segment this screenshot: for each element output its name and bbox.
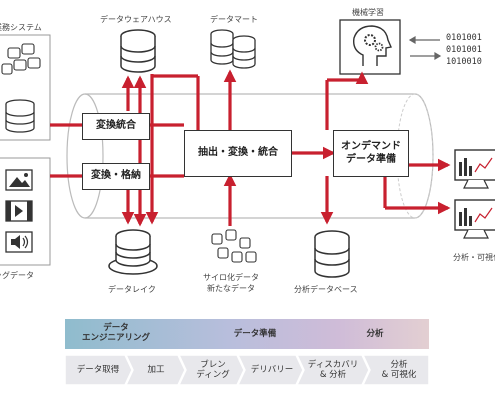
step-processing: 加工 <box>131 355 181 385</box>
silo-data-line2: 新たなデータ <box>207 284 255 293</box>
data-mart-label: データマート <box>210 15 258 24</box>
step-label-2: & 可視化 <box>381 370 417 380</box>
step-discovery-analysis: ディスカバリ & 分析 <box>302 355 364 385</box>
phase-data-prep: データ準備 <box>233 329 277 339</box>
big-data-panel <box>0 157 51 266</box>
step-label: ディスカバリ <box>307 359 359 370</box>
silo-data-label: サイロ化データ 新たなデータ <box>203 272 259 294</box>
business-system-panel <box>0 34 51 141</box>
big-data-label: ビッグデータ <box>0 271 34 280</box>
data-lake-icon <box>108 229 158 275</box>
step-label: ブレン <box>200 359 226 370</box>
binary-line-3: 1010010 <box>446 57 482 67</box>
video-icon <box>5 200 33 222</box>
business-system-label: 業務システム <box>0 23 42 32</box>
step-row: データ取得 加工 ブレン ディング デリバリー ディスカバリ & 分析 分析 &… <box>65 355 429 385</box>
transform-integrate-box: 変換統合 <box>82 113 150 140</box>
on-demand-line2: データ準備 <box>346 153 396 165</box>
monitor-icon-2 <box>454 199 495 239</box>
transform-store-box: 変換・格納 <box>82 163 150 190</box>
step-label: デリバリー <box>250 364 294 375</box>
ml-arrows <box>408 35 442 61</box>
phase-data-engineering: データ エンジニアリング <box>71 323 161 343</box>
audio-icon <box>5 231 33 253</box>
step-label: データ取得 <box>76 364 120 375</box>
machine-learning-icon <box>339 19 401 75</box>
data-warehouse-icon <box>120 29 156 73</box>
silo-data-line1: サイロ化データ <box>203 273 259 282</box>
db-cluster-icon <box>1 43 41 75</box>
analysis-viz-label: 分析・可視化 <box>453 253 495 262</box>
monitor-icon-1 <box>454 149 495 189</box>
analysis-db-label: 分析データベース <box>294 285 358 294</box>
phase-de-line1: データ <box>103 323 129 333</box>
phase-analysis: 分析 <box>366 329 384 339</box>
extract-transform-integrate-box: 抽出・変換・統合 <box>184 130 292 177</box>
step-data-acquisition: データ取得 <box>67 355 129 385</box>
step-blending: ブレン ディング <box>185 355 241 385</box>
image-icon <box>5 169 33 191</box>
step-label: 加工 <box>147 364 165 375</box>
binary-line-1: 0101001 <box>446 33 482 43</box>
step-chevrons <box>64 354 430 386</box>
analysis-db-icon <box>314 230 350 278</box>
step-label: 分析 <box>390 359 408 370</box>
flow-arrows <box>50 69 451 227</box>
database-icon <box>5 99 35 133</box>
step-analysis-viz: 分析 & 可視化 <box>369 355 429 385</box>
data-warehouse-label: データウェアハウス <box>100 15 172 24</box>
step-label-2: & 分析 <box>319 370 347 380</box>
step-delivery: デリバリー <box>243 355 301 385</box>
silo-data-icon <box>211 229 257 263</box>
phase-de-line2: エンジニアリング <box>81 333 150 344</box>
on-demand-prep-box: オンデマンド データ準備 <box>333 130 409 177</box>
step-label-2: ディング <box>196 370 230 380</box>
machine-learning-label: 機械学習 <box>352 8 384 17</box>
data-mart-icon <box>210 29 256 69</box>
data-lake-label: データレイク <box>108 285 156 294</box>
phase-band: データ エンジニアリング データ準備 分析 <box>65 319 429 349</box>
on-demand-line1: オンデマンド <box>341 141 401 152</box>
binary-line-2: 0101001 <box>446 45 482 55</box>
ml-binary: 0101001 0101001 1010010 <box>446 32 482 68</box>
